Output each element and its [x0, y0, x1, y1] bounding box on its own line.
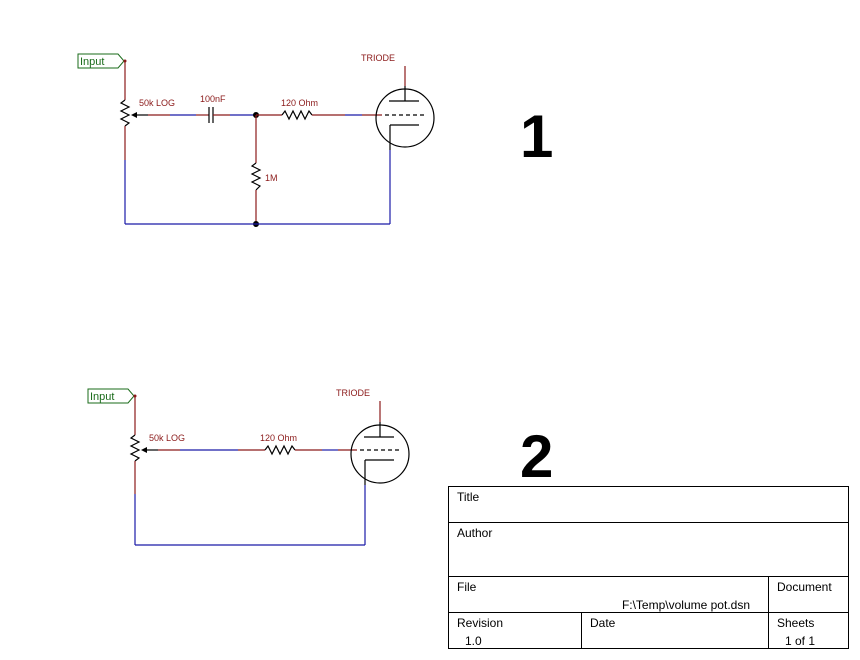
triode-1[interactable]: TRIODE [361, 53, 435, 150]
title-field-label: Title [457, 490, 480, 504]
series-resistor-1[interactable]: 120 Ohm [281, 98, 318, 121]
circuit-2: Input 50k LOG 120 Ohm TRIODE [87, 388, 553, 546]
title-block: Title Author File F:\Temp\volume pot.dsn… [448, 486, 849, 649]
circuit-1: Input 50k LOG 100nF 120 [77, 53, 553, 227]
cap-label: 100nF [200, 94, 226, 104]
potentiometer-2[interactable]: 50k LOG [129, 396, 185, 494]
circuit-1-number: 1 [520, 103, 553, 170]
input-port-1[interactable]: Input [77, 53, 125, 69]
file-field-label: File [457, 580, 477, 594]
author-field-label: Author [457, 526, 492, 540]
pot-label: 50k LOG [149, 433, 185, 443]
input-port-label: Input [80, 56, 104, 68]
date-field-label: Date [590, 616, 616, 630]
sheets-field-label: Sheets [777, 616, 814, 630]
sheets-field-value: 1 of 1 [785, 634, 815, 648]
series-res-label: 120 Ohm [260, 433, 297, 443]
input-port-label: Input [90, 391, 114, 403]
potentiometer-1[interactable]: 50k LOG [119, 61, 175, 160]
revision-field-value: 1.0 [465, 634, 482, 648]
triode-label: TRIODE [336, 388, 370, 398]
input-port-2[interactable]: Input [87, 388, 135, 404]
series-resistor-2[interactable]: 120 Ohm [260, 433, 297, 456]
revision-field-label: Revision [457, 616, 503, 630]
file-field-value: F:\Temp\volume pot.dsn [622, 598, 750, 612]
triode-label: TRIODE [361, 53, 395, 63]
capacitor-1[interactable]: 100nF [196, 94, 230, 123]
document-field-label: Document [777, 580, 832, 594]
circuit-2-number: 2 [520, 423, 553, 490]
triode-2[interactable]: TRIODE [336, 388, 410, 485]
shunt-res-label: 1M [265, 173, 278, 183]
shunt-resistor-1[interactable]: 1M [250, 162, 278, 191]
pot-label: 50k LOG [139, 98, 175, 108]
series-res-label: 120 Ohm [281, 98, 318, 108]
